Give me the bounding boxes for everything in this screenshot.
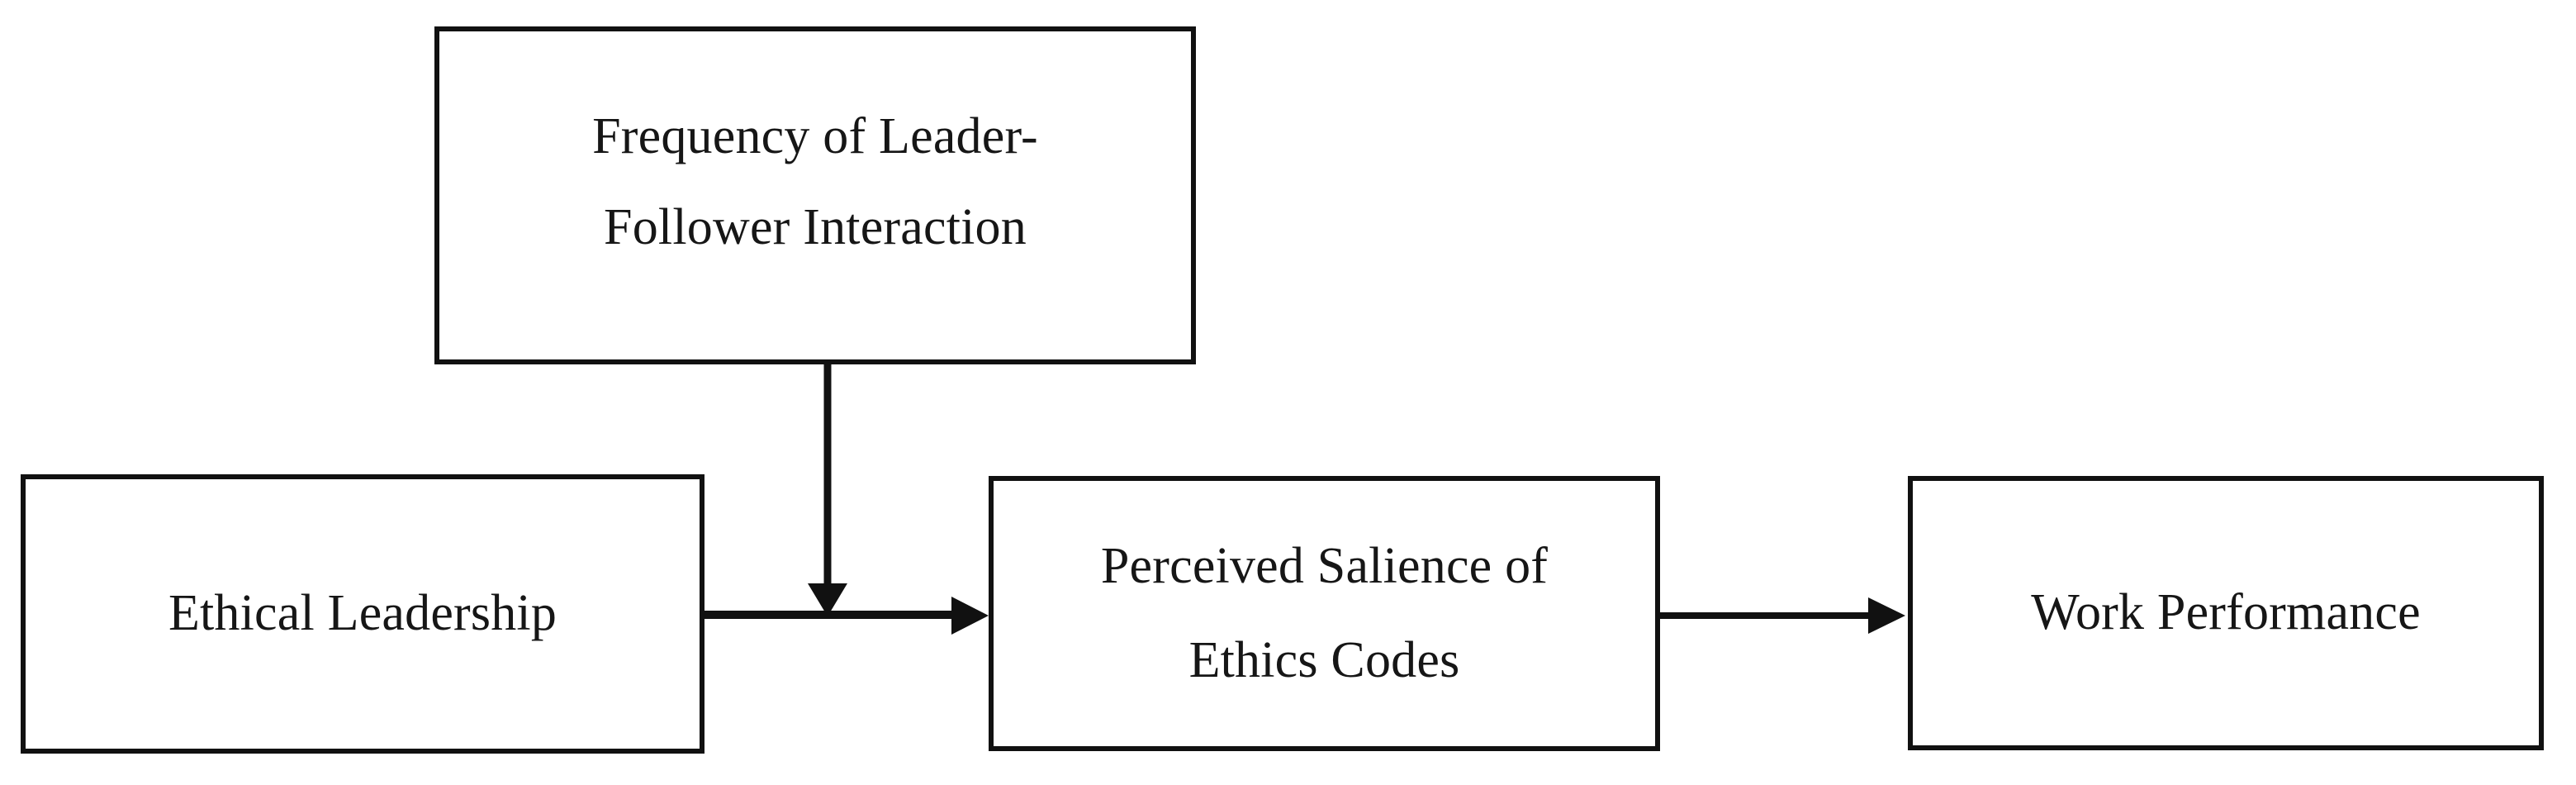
node-label-predictor-line-1: Ethical Leadership — [168, 585, 557, 642]
mediator-to-outcome-head — [1868, 597, 1905, 634]
moderation-arrow — [808, 364, 847, 616]
predictor-to-mediator-arrow — [704, 597, 989, 635]
node-work-performance: Work Performance — [1908, 476, 2544, 750]
node-label-moderator-line-1: Frequency of Leader- — [592, 108, 1038, 164]
mediator-to-outcome-arrow — [1660, 597, 1905, 634]
node-frequency-of-leader-follower-interaction: Frequency of Leader- Follower Interactio… — [434, 26, 1196, 364]
moderation-arrow-head — [808, 583, 847, 616]
node-label-outcome-line-1: Work Performance — [2031, 584, 2421, 641]
node-label-moderator-line-2: Follower Interaction — [604, 199, 1027, 255]
predictor-to-mediator-head — [951, 597, 989, 635]
node-perceived-salience-of-ethics-codes: Perceived Salience of Ethics Codes — [989, 476, 1660, 751]
node-label-mediator-line-2: Ethics Codes — [1188, 631, 1460, 688]
node-label-mediator-line-1: Perceived Salience of — [1100, 538, 1549, 595]
node-ethical-leadership: Ethical Leadership — [21, 474, 704, 754]
